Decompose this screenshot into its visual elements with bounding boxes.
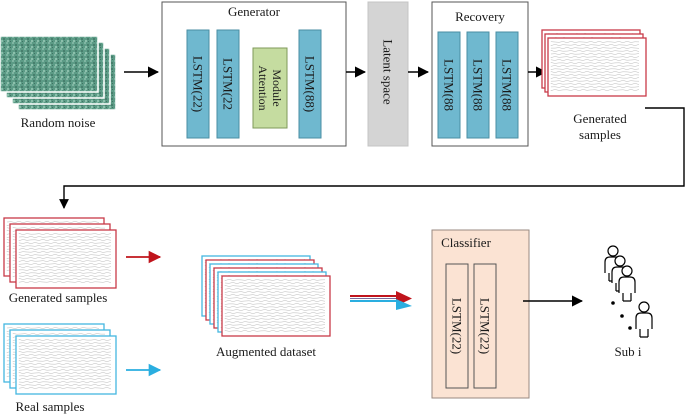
- generator-lstm-1: [186, 29, 210, 139]
- generator-lstm-1-label: LSTM(22): [191, 56, 206, 112]
- latent-space-label: Latent space: [381, 39, 396, 105]
- generator-lstm-3: [298, 29, 322, 139]
- attention-module-label-1: Attention: [256, 65, 270, 110]
- recovery-title: Recovery: [455, 9, 505, 24]
- arrow-augmented-to-classifier: [350, 291, 412, 310]
- ellipsis-dot: [611, 301, 615, 305]
- recovery-lstm-3-label: LSTM(88: [500, 59, 515, 111]
- classifier-title: Classifier: [441, 235, 491, 250]
- subject-label: Sub i: [614, 344, 641, 359]
- generated-samples-stack: [3, 217, 117, 289]
- subjects-group: [604, 245, 653, 338]
- random-noise-stack: [0, 35, 117, 111]
- classifier-lstm-1-label: LSTM(22): [450, 298, 465, 354]
- generated-sample-sheet: [547, 37, 647, 97]
- classifier-lstm-2-label: LSTM(22): [478, 298, 493, 354]
- recovery-lstm-1: [437, 31, 461, 139]
- real-samples-stack: [3, 323, 117, 395]
- generated-samples-top-label-2: samples: [579, 127, 621, 142]
- real-samples-label: Real samples: [16, 399, 85, 414]
- connector-generated-to-row2: [59, 107, 685, 209]
- generated-samples-label: Generated samples: [9, 290, 108, 305]
- recovery-lstm-1-label: LSTM(88: [442, 59, 457, 111]
- generator-lstm-3-label: LSTM(88): [303, 56, 318, 112]
- classifier-lstm-1: [445, 263, 469, 389]
- real-sample-sheet: [15, 335, 117, 395]
- generator-title: Generator: [228, 4, 281, 19]
- generated-samples-top-label-1: Generated: [573, 111, 627, 126]
- ellipsis-dot: [620, 314, 624, 318]
- recovery-lstm-3: [495, 31, 519, 139]
- generator-lstm-2: [216, 29, 240, 139]
- augmented-dataset-label: Augmented dataset: [216, 344, 316, 359]
- attention-module-label-2: Module: [270, 69, 284, 106]
- attention-module: [252, 47, 288, 129]
- recovery-lstm-2: [466, 31, 490, 139]
- random-noise-label: Random noise: [21, 115, 96, 130]
- generated-samples-top-stack: [541, 29, 647, 97]
- person-icon: [618, 265, 636, 302]
- classifier-lstm-2: [473, 263, 497, 389]
- augmented-sample-sheet: [221, 275, 331, 337]
- latent-space-box: [367, 1, 409, 147]
- ellipsis-dot: [628, 326, 632, 330]
- augmented-dataset-stack: [201, 255, 331, 337]
- person-icon: [635, 301, 653, 338]
- generated-sample-sheet: [15, 229, 117, 289]
- generator-lstm-2-label: LSTM(22: [221, 58, 236, 110]
- recovery-lstm-2-label: LSTM(88: [471, 59, 486, 111]
